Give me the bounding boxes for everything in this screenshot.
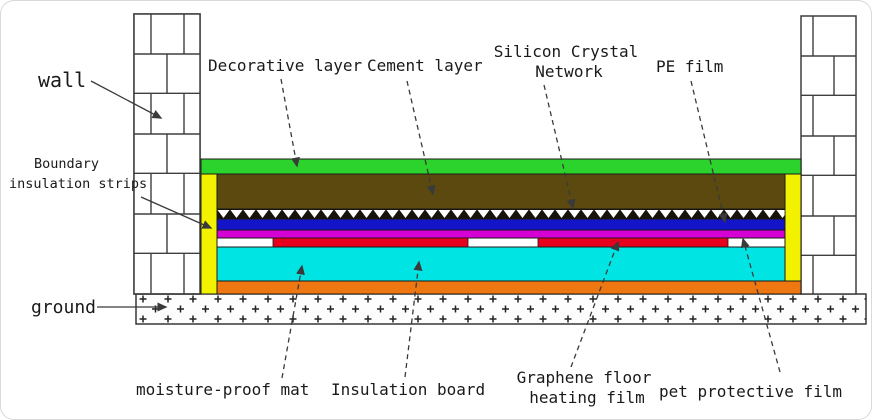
insulation-board-label: Insulation board: [331, 380, 485, 399]
pet-protective-film-rect: [216, 229, 786, 239]
graphene-film-leader-line: [570, 240, 620, 368]
moisture-mat-label: moisture-proof mat: [136, 380, 309, 399]
silicon-network-label-line1: Silicon Crystal: [494, 42, 639, 61]
cement-layer-leader-line: [406, 80, 436, 196]
left-wall-bricks: [133, 13, 201, 295]
boundary-strip-right: [784, 173, 802, 282]
boundary-strip-left: [200, 173, 218, 295]
silicon-network-label-line2: Network: [535, 62, 603, 81]
ground-slab: [135, 293, 867, 325]
decorative-layer-leader-line: [280, 78, 300, 168]
right-wall: [800, 15, 857, 295]
floor-layer-stack: [200, 158, 802, 295]
ground-hatching: [136, 294, 866, 324]
moisture-mat-leader-line: [281, 264, 305, 379]
silicon-crystal-network-rect: [216, 208, 786, 220]
graphene-film-label-line1: Graphene floor: [517, 368, 652, 387]
boundary-strips-leader-line: [140, 196, 213, 229]
boundary-strips-label-line1: Boundary: [34, 156, 99, 172]
silicon-network-leader-line: [543, 84, 576, 210]
wall-leader-line: [90, 80, 163, 119]
moisture-proof-mat-rect: [216, 280, 802, 295]
annotation-labels: wall Decorative layer Cement layer Silic…: [9, 42, 842, 407]
ground-label: ground: [31, 297, 96, 318]
insulation-board-leader-line: [404, 260, 423, 378]
leader-lines: [90, 78, 781, 379]
pe-film-rect: [216, 218, 786, 231]
decorative-layer-label: Decorative layer: [208, 56, 362, 75]
graphene-heating-film-segment-1: [272, 237, 469, 248]
pe-film-label: PE film: [656, 57, 723, 76]
pe-film-leader-line: [690, 80, 728, 224]
boundary-strips-label-line2: insulation strips: [9, 176, 147, 192]
graphene-heating-film-segment-2: [537, 237, 729, 248]
wall-label: wall: [38, 68, 86, 92]
insulation-board-rect: [216, 246, 786, 282]
cement-layer-label: Cement layer: [367, 56, 483, 75]
pet-film-label: pet protective film: [659, 382, 842, 401]
cement-layer-rect: [216, 173, 786, 210]
graphene-film-label-line2: heating film: [529, 388, 645, 407]
